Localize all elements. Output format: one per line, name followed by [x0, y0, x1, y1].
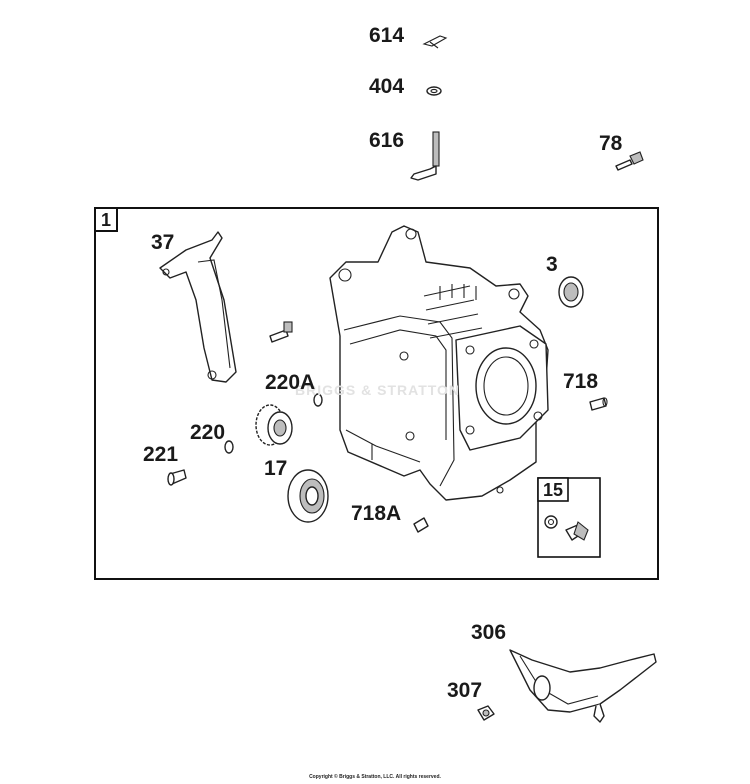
- callout-614: 614: [369, 24, 405, 47]
- part-404-washer: [426, 86, 442, 96]
- assembly-box-15: [537, 477, 601, 558]
- part-616-rod: [410, 131, 440, 181]
- callout-307: 307: [447, 679, 483, 702]
- callout-718: 718: [563, 370, 599, 393]
- callout-306: 306: [471, 621, 507, 644]
- part-307-screw: [477, 705, 495, 721]
- copyright-notice: Copyright © Briggs & Stratton, LLC. All …: [309, 774, 441, 780]
- brand-watermark: BRIGGS & STRATTON: [295, 382, 461, 398]
- callout-78: 78: [599, 132, 623, 155]
- callout-404: 404: [369, 75, 405, 98]
- callout-718A: 718A: [351, 502, 402, 525]
- callout-17: 17: [264, 457, 288, 480]
- assembly-box-1-tag: [94, 207, 118, 232]
- box-label-15: 15: [543, 480, 564, 500]
- part-bolt-small: [269, 321, 293, 343]
- callout-3: 3: [546, 253, 558, 276]
- part-37-bracket: [159, 231, 237, 383]
- part-718-dowel: [589, 397, 608, 411]
- callout-221: 221: [143, 443, 179, 466]
- callout-616: 616: [369, 129, 405, 152]
- part-220A-washer: [313, 393, 323, 407]
- part-15-bolt-washer: [544, 515, 589, 541]
- callout-220: 220: [190, 421, 226, 444]
- part-gear: [255, 404, 293, 446]
- part-718A-dowel: [413, 517, 429, 533]
- box-label-1: 1: [101, 210, 112, 230]
- assembly-box-1: [94, 207, 659, 580]
- part-78-bolt: [615, 151, 644, 171]
- part-221-pin: [167, 469, 187, 486]
- part-220-washer: [224, 440, 234, 454]
- part-306-deflector: [509, 649, 657, 723]
- part-17-bearing: [287, 469, 329, 523]
- callout-37: 37: [151, 231, 175, 254]
- part-3-seal: [558, 276, 584, 308]
- assembly-box-15-tag: [537, 477, 569, 502]
- callout-220A: 220A: [265, 371, 316, 394]
- part-crankcase: [329, 225, 549, 501]
- part-614-pin: [422, 35, 448, 49]
